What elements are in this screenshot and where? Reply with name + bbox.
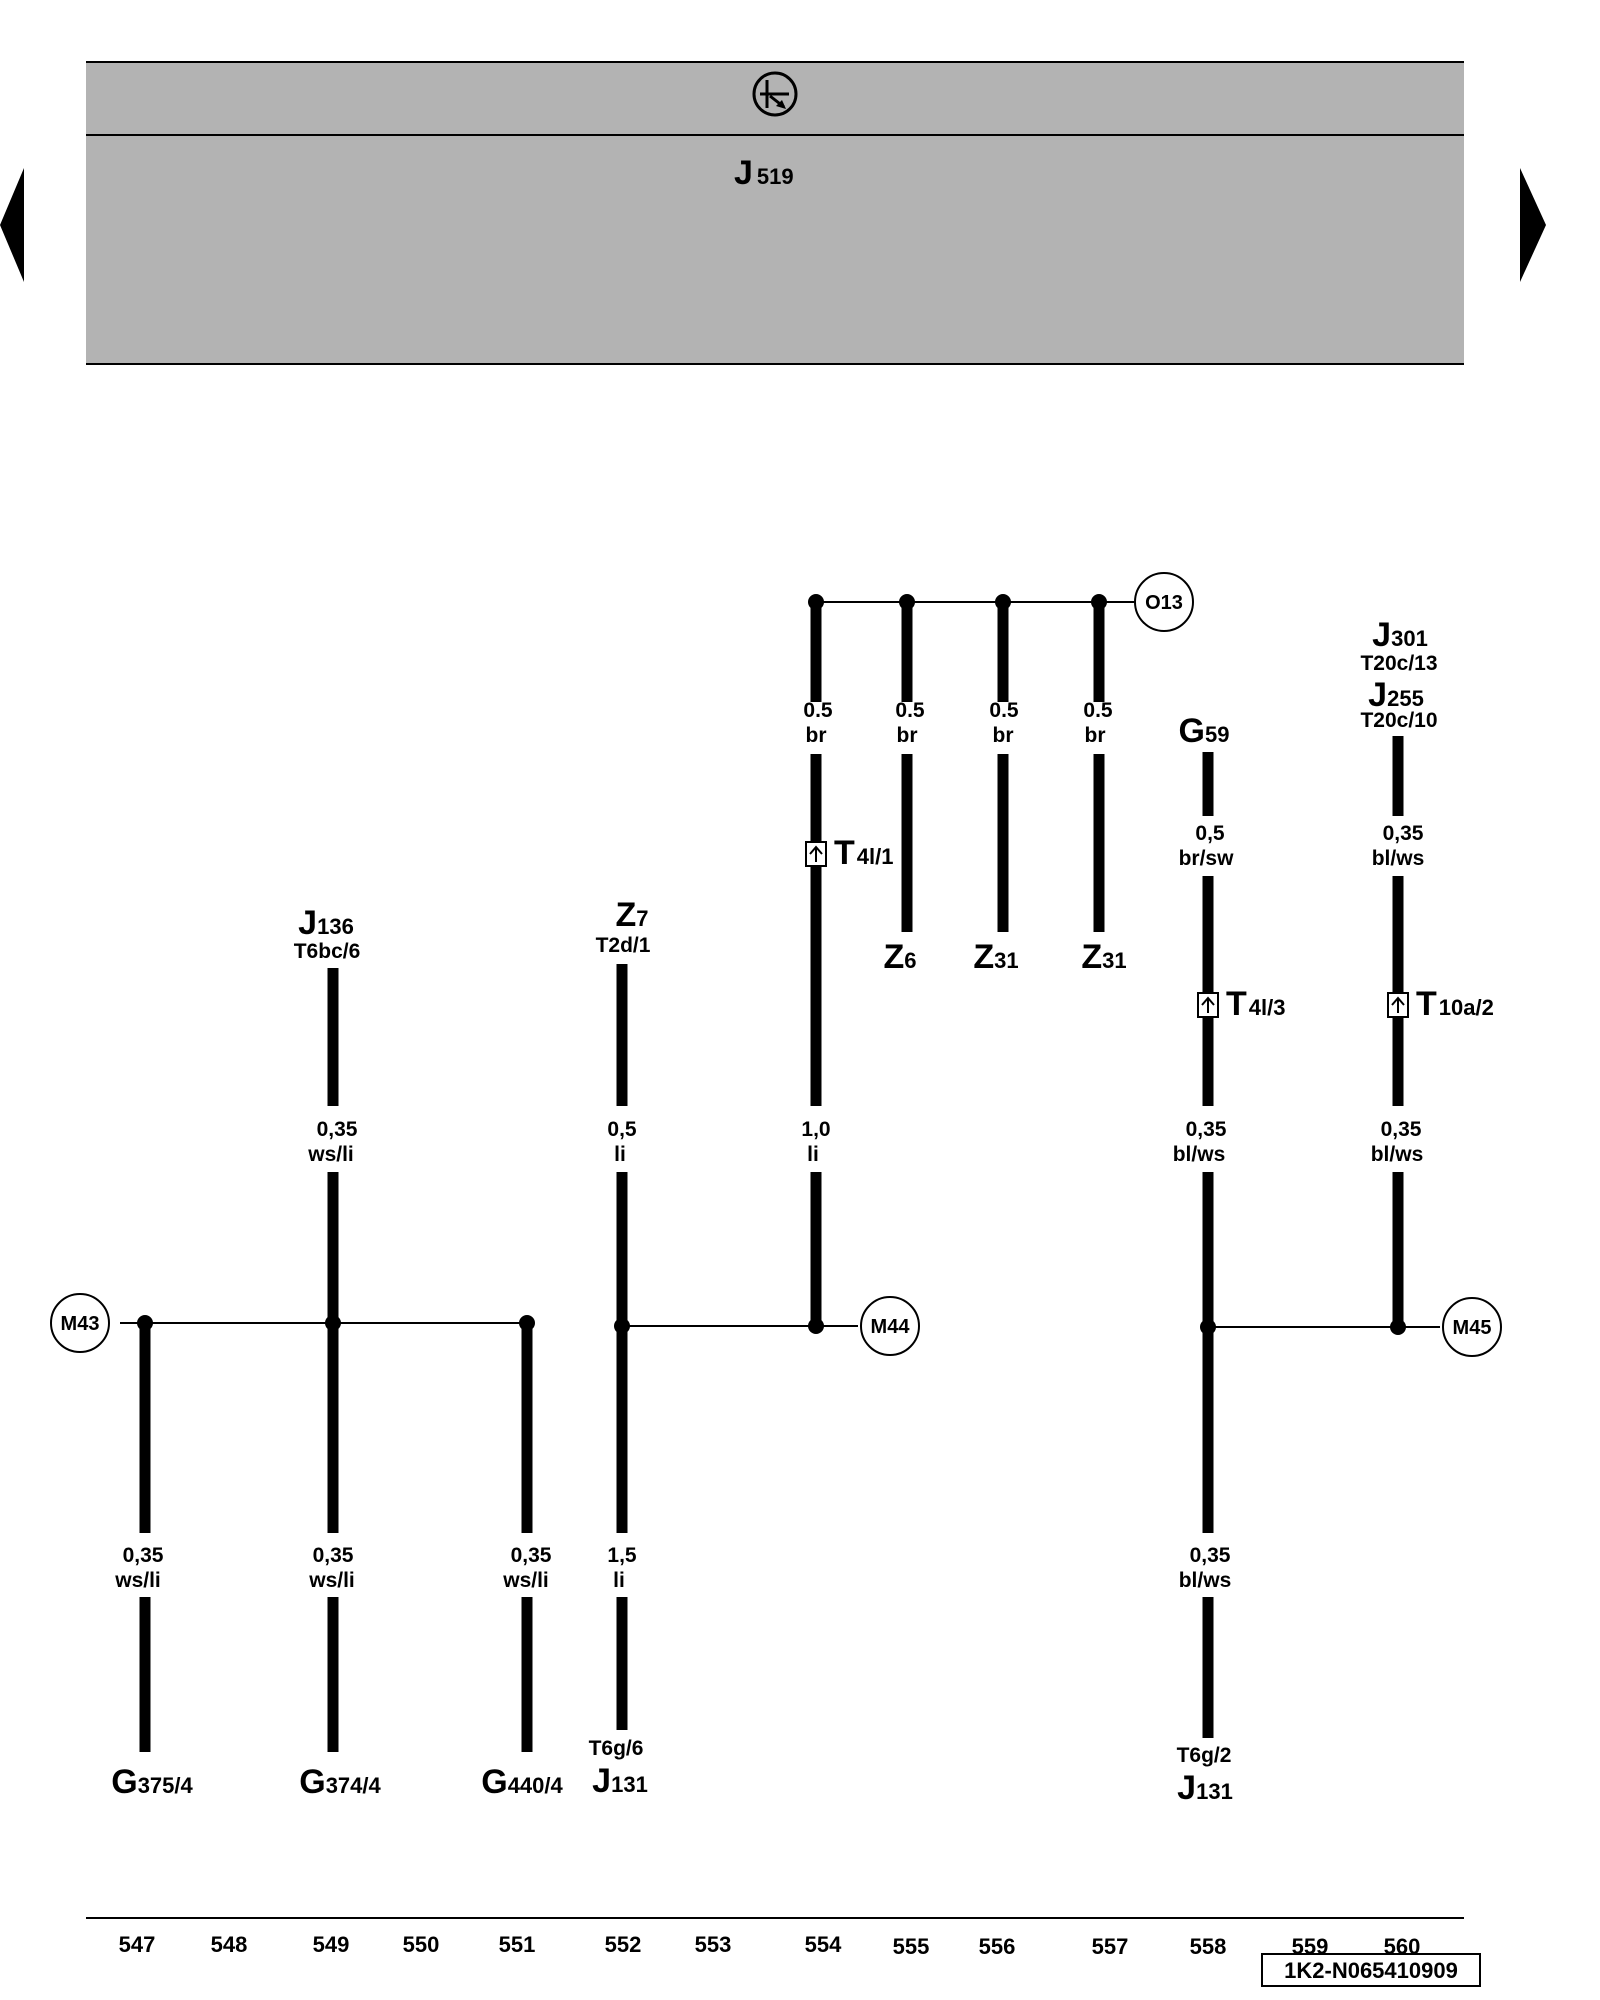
component-j301: J301 — [1372, 616, 1428, 654]
wire-color: br/sw — [1179, 847, 1235, 870]
wire-color: br — [1085, 724, 1106, 747]
wire-size: 0,35 — [317, 1118, 358, 1141]
track-number: 554 — [805, 1932, 842, 1957]
connection-point-label: M44 — [871, 1316, 911, 1338]
connection-point-label: M45 — [1453, 1317, 1492, 1339]
wire-size: 0,5 — [1195, 822, 1225, 845]
connector-t4l1: T4l/1 — [805, 834, 893, 872]
ground-symbol-icon — [752, 71, 798, 117]
wire-size: 0,5 — [607, 1118, 637, 1141]
wire-color: br — [897, 724, 918, 747]
diagram-code-box: 1K2-N065410909 — [1261, 1953, 1481, 1987]
track-number: 556 — [979, 1934, 1016, 1959]
track-number: 553 — [695, 1932, 732, 1957]
connection-point-o13: O13 — [1134, 572, 1194, 632]
connection-point-m45: M45 — [1442, 1297, 1502, 1357]
wire-color: ws/li — [114, 1569, 161, 1592]
component-g375: G375/4 — [111, 1763, 193, 1801]
wire-size: 0.5 — [1083, 699, 1113, 722]
component-j131-b-pin: T6g/2 — [1177, 1744, 1232, 1767]
wire-size: 0.5 — [989, 699, 1019, 722]
wire-size: 0,35 — [1381, 1118, 1422, 1141]
wire-size: 0,35 — [1186, 1118, 1227, 1141]
component-z31-a: Z31 — [973, 938, 1018, 976]
wire-specs: 0.5 br 0.5 br 0.5 br 0.5 br 0,5 br/sw 0,… — [114, 699, 1424, 1592]
component-j136: J136 — [298, 904, 354, 942]
svg-text:T4l/3: T4l/3 — [1226, 985, 1285, 1023]
track-number: 550 — [403, 1932, 440, 1957]
svg-text:T10a/2: T10a/2 — [1416, 985, 1494, 1023]
track-number: 547 — [119, 1932, 156, 1957]
track-number: 552 — [605, 1932, 642, 1957]
component-z7: Z7 — [615, 896, 648, 934]
wire-color: br — [806, 724, 827, 747]
component-labels: J301 T20c/13 J255 T20c/10 G59 Z6 Z31 Z31… — [111, 616, 1437, 1807]
track-number: 548 — [211, 1932, 248, 1957]
wire-size: 0,35 — [1383, 822, 1424, 845]
wire-color: bl/ws — [1371, 1143, 1424, 1166]
wire-color: li — [807, 1143, 819, 1166]
component-j131-a: J131 — [592, 1762, 648, 1800]
track-number: 557 — [1092, 1934, 1129, 1959]
wire-size: 0.5 — [895, 699, 925, 722]
svg-text:T4l/1: T4l/1 — [834, 834, 893, 872]
component-j131-a-pin: T6g/6 — [589, 1737, 644, 1760]
wire-color: bl/ws — [1372, 847, 1425, 870]
connection-point-label: M43 — [61, 1313, 100, 1335]
connector-letter: T — [1416, 985, 1437, 1023]
connector-pin: 4l/3 — [1249, 995, 1286, 1020]
control-unit-number: 519 — [757, 164, 794, 189]
component-z6: Z6 — [883, 938, 916, 976]
connector-pin: 10a/2 — [1439, 995, 1494, 1020]
previous-page-arrow-icon[interactable] — [0, 168, 24, 282]
diagram-code: 1K2-N065410909 — [1284, 1958, 1458, 1983]
next-page-arrow-icon[interactable] — [1520, 168, 1546, 282]
track-number: 558 — [1190, 1934, 1227, 1959]
component-j131-b: J131 — [1177, 1769, 1233, 1807]
connection-point-m44: M44 — [860, 1296, 920, 1356]
component-g440: G440/4 — [481, 1763, 563, 1801]
connector-letter: T — [1226, 985, 1247, 1023]
component-z31-b: Z31 — [1081, 938, 1126, 976]
connection-point-label: O13 — [1145, 592, 1183, 614]
component-j255: J255 — [1368, 676, 1424, 714]
wire-color: ws/li — [308, 1569, 355, 1592]
connection-point-m43: M43 — [50, 1293, 110, 1353]
wire-size: 0.5 — [803, 699, 833, 722]
wire-color: li — [613, 1569, 625, 1592]
track-number: 549 — [313, 1932, 350, 1957]
wire-color: bl/ws — [1173, 1143, 1226, 1166]
component-j136-pin: T6bc/6 — [294, 940, 361, 963]
component-z7-pin: T2d/1 — [596, 934, 651, 957]
wire-segments — [139, 602, 1404, 1752]
wire-size: 0,35 — [1190, 1544, 1231, 1567]
wire-size: 0,35 — [511, 1544, 552, 1567]
component-j255-pin: T20c/10 — [1360, 709, 1437, 732]
wire-color: ws/li — [307, 1143, 354, 1166]
component-g374: G374/4 — [299, 1763, 381, 1801]
connector-pin: 4l/1 — [857, 844, 894, 869]
connector-t4l3: T4l/3 — [1197, 985, 1285, 1023]
track-number: 551 — [499, 1932, 536, 1957]
track-numbers: 547 548 549 550 551 552 553 554 555 556 … — [119, 1932, 1421, 1959]
wire-color: ws/li — [502, 1569, 549, 1592]
component-g59: G59 — [1179, 712, 1230, 750]
component-j301-pin: T20c/13 — [1360, 652, 1437, 675]
wire-color: br — [993, 724, 1014, 747]
connector-t10a2: T10a/2 — [1387, 985, 1494, 1023]
connector-letter: T — [834, 834, 855, 872]
wire-color: bl/ws — [1179, 1569, 1232, 1592]
control-unit-letter: J — [734, 154, 753, 192]
wire-size: 0,35 — [313, 1544, 354, 1567]
wire-size: 0,35 — [123, 1544, 164, 1567]
wire-size: 1,0 — [801, 1118, 830, 1141]
track-number: 555 — [893, 1934, 930, 1959]
wire-color: li — [614, 1143, 626, 1166]
junction-dots — [137, 594, 1406, 1335]
wire-size: 1,5 — [607, 1544, 637, 1567]
